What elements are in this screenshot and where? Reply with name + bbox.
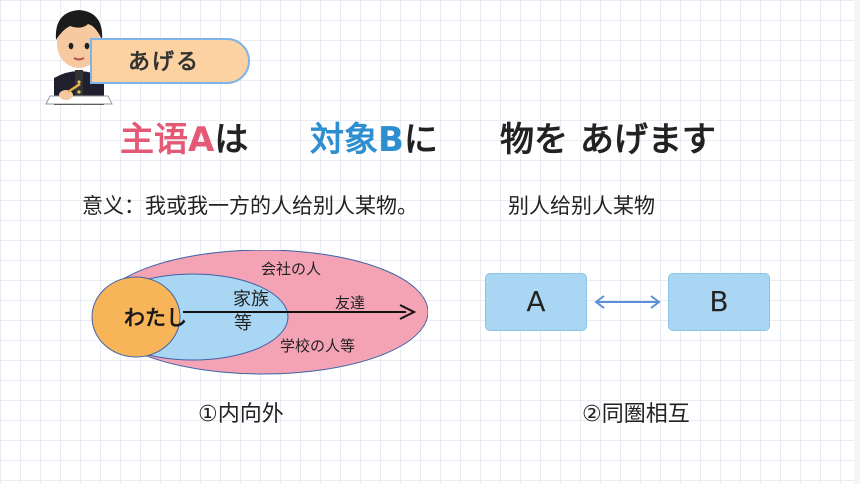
pattern-subject: 主语Aは: [120, 112, 248, 161]
giving-scope-diagram: わたし 家族 等 会社の人 友達 学校の人等: [91, 250, 428, 375]
center-label: わたし: [124, 306, 187, 330]
object-particle: に: [403, 120, 438, 160]
outward-arrow-head: [399, 304, 417, 320]
diagram-caption-inner-outer: ①内向外: [198, 402, 284, 427]
object-b: 対象B: [310, 120, 404, 160]
diagram-caption-mutual: ②同圏相互: [582, 402, 690, 427]
topic-pill: [90, 38, 250, 84]
outer-right-label: 友達: [335, 294, 365, 312]
party-b-box: B: [668, 273, 770, 331]
pattern-verb: 物を あげます: [500, 120, 716, 160]
party-a-box: A: [485, 273, 587, 331]
outer-bottom-label: 学校の人等: [280, 337, 355, 355]
meaning-secondary: 别人给别人某物: [508, 194, 655, 218]
middle-label-1: 家族: [233, 289, 269, 310]
subject-particle: は: [214, 120, 249, 160]
meaning-main: 意义：我或我一方的人给别人某物。: [82, 194, 418, 218]
subject-a: 主语A: [120, 120, 215, 160]
slide-right-edge: [854, 0, 860, 484]
middle-label-2: 等: [234, 313, 252, 334]
pattern-object: 対象Bに: [310, 112, 438, 161]
two-way-arrow-icon: [594, 295, 661, 309]
topic-label: あげる: [128, 50, 201, 75]
outer-top-label: 会社の人: [261, 260, 321, 278]
inner-circle: [91, 276, 181, 358]
